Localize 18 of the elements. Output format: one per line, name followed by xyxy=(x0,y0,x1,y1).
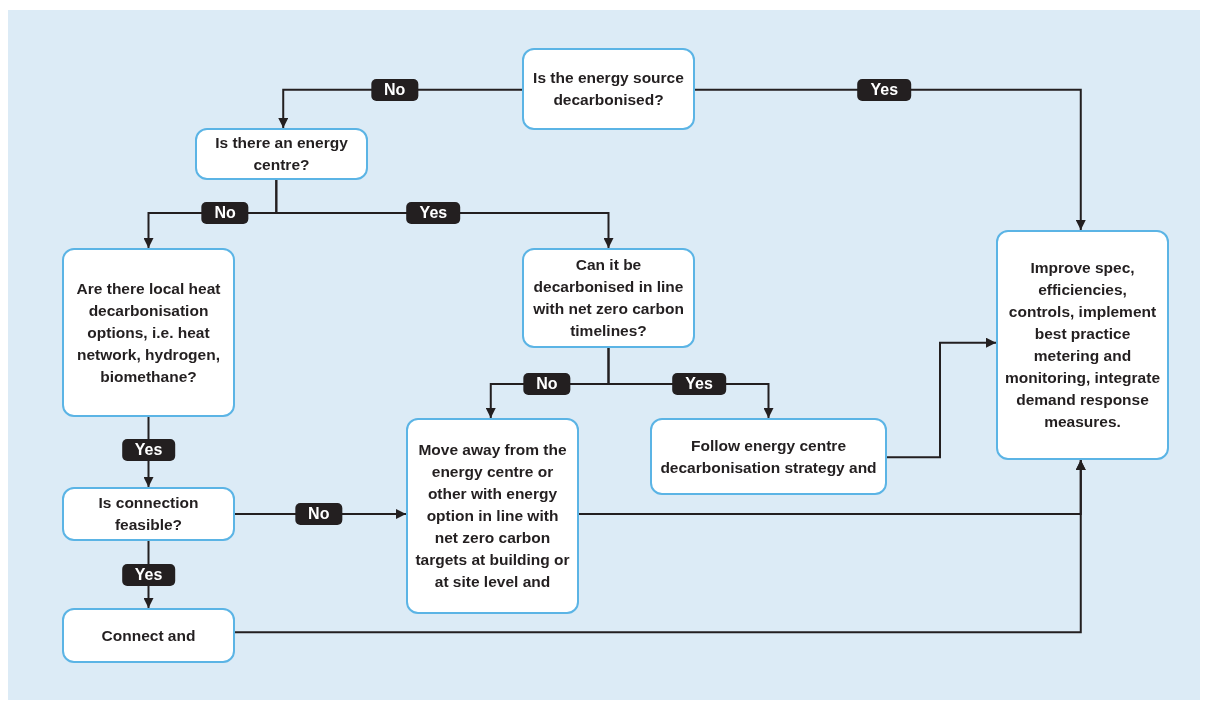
decision-box: Can it be decarbonised in line with net zero carbon timelines? xyxy=(522,248,695,348)
decision-box: Are there local heat decarbonisation options, i.e. heat network, hydrogen, biomethane? xyxy=(62,248,235,417)
edge-label: Yes xyxy=(406,202,461,224)
decision-box: Is connection feasible? xyxy=(62,487,235,541)
process-box: Connect and xyxy=(62,608,235,663)
decision-box: Is the energy source decarbonised? xyxy=(522,48,695,130)
process-box: Move away from the energy centre or other with energy option in line with net zero carbon targets at building or at site level and xyxy=(406,418,579,614)
edge-label: No xyxy=(523,373,571,395)
decision-box: Is there an energy centre? xyxy=(195,128,368,180)
arrow xyxy=(886,337,997,459)
process-box: Follow energy centre decarbonisation strategy and xyxy=(650,418,887,495)
edge-label: Yes xyxy=(857,78,912,101)
process-box: Improve spec, efficiencies, controls, implement best practice metering and monitoring, integrate demand response measures. xyxy=(996,230,1169,460)
edge-label: Yes xyxy=(672,373,726,395)
edge-label: No xyxy=(295,503,343,525)
edge-label: No xyxy=(201,202,249,224)
arrow xyxy=(234,459,1086,634)
arrow xyxy=(694,88,1086,231)
